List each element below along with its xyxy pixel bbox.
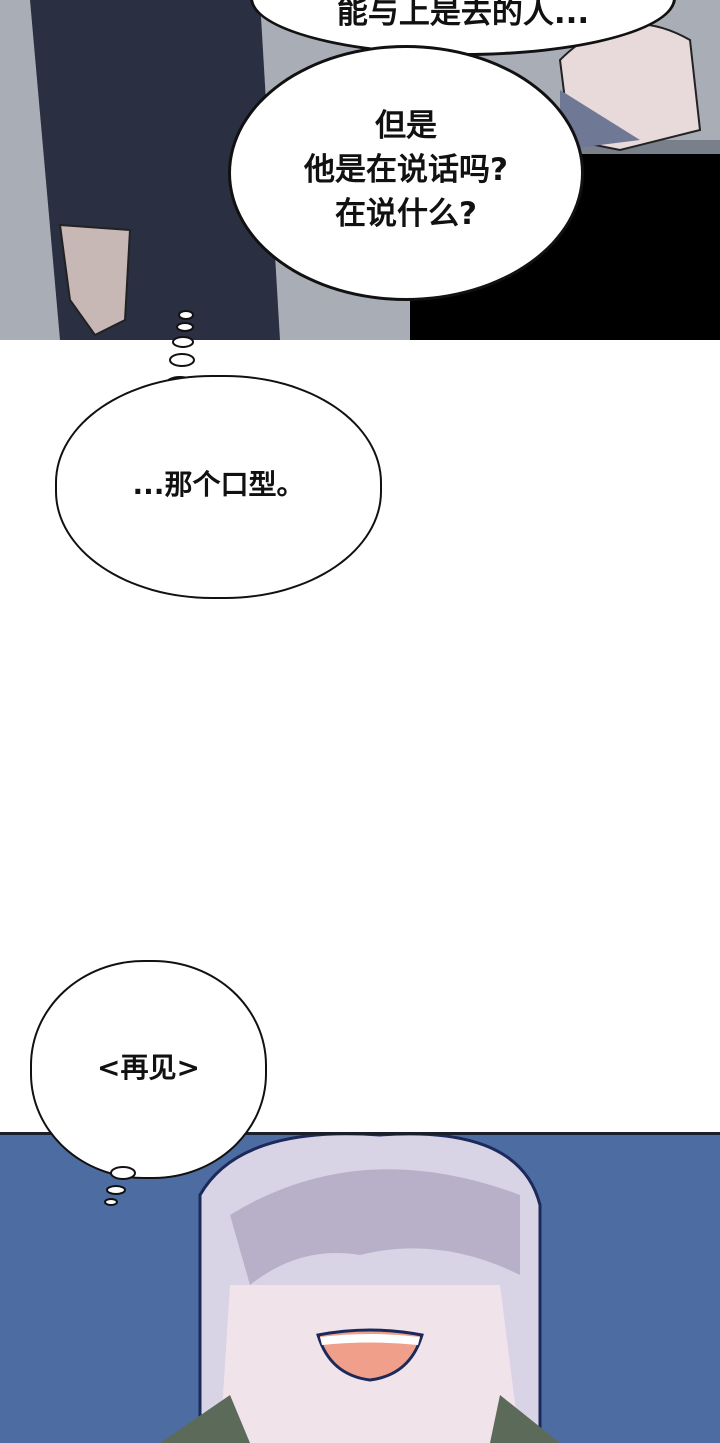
top-comic-panel: 能与上是去的人... 但是 他是在说话吗? 在说什么? bbox=[0, 0, 720, 340]
thought-text-1: ...那个口型。 bbox=[132, 468, 305, 501]
thought-bubble-1: ...那个口型。 bbox=[55, 375, 382, 599]
thought-text-2: <再见> bbox=[97, 1051, 200, 1084]
thought-bubble-2: <再见> bbox=[30, 960, 267, 1179]
speech-bubble: 但是 他是在说话吗? 在说什么? bbox=[228, 45, 584, 301]
thought-trail-dots-2 bbox=[104, 1166, 136, 1206]
cropped-bubble-text: 能与上是去的人... bbox=[336, 0, 590, 31]
bottom-comic-panel bbox=[0, 1132, 720, 1443]
speech-line-2: 他是在说话吗? bbox=[304, 152, 508, 188]
character-face-illustration bbox=[0, 1135, 720, 1443]
speech-line-1: 但是 bbox=[375, 108, 437, 144]
speech-line-3: 在说什么? bbox=[335, 196, 477, 232]
